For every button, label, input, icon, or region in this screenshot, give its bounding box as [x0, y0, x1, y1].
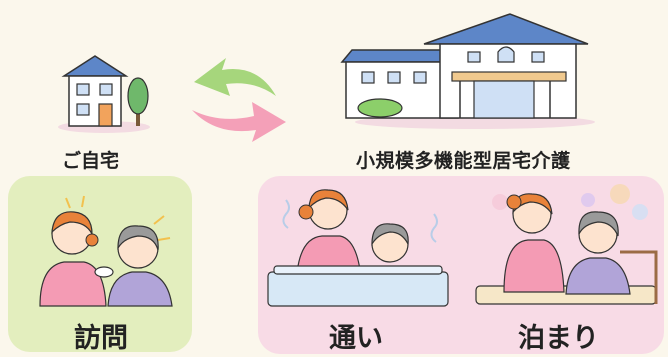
arrow-to-facility-icon	[192, 102, 286, 142]
home-illustration	[58, 55, 150, 133]
visit-panel	[8, 176, 192, 352]
day-service-label: 通い	[329, 323, 383, 354]
visit-label: 訪問	[74, 323, 128, 354]
visit-illustration	[39, 195, 173, 307]
stay-illustration	[475, 184, 658, 305]
home-label: ご自宅	[62, 150, 120, 172]
arrow-to-home-icon	[194, 58, 276, 96]
facility-illustration	[340, 13, 595, 129]
day-service-illustration	[267, 189, 449, 307]
stay-label: 泊まり	[518, 323, 599, 354]
facility-label: 小規模多機能型居宅介護	[356, 150, 571, 172]
